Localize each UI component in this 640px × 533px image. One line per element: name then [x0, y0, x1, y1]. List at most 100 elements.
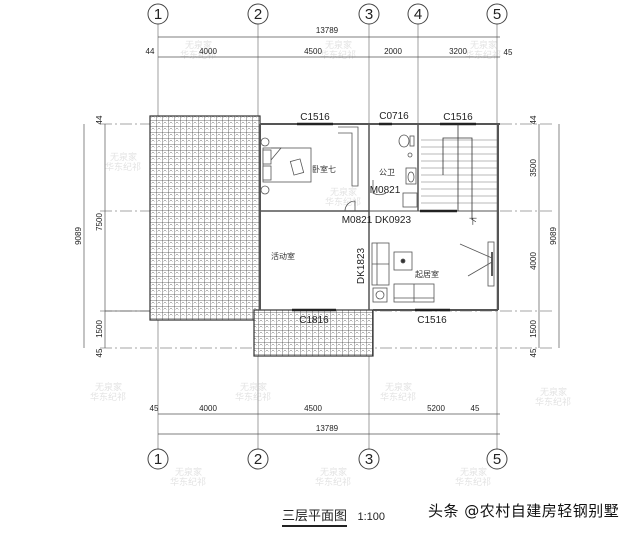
svg-text:3: 3	[365, 6, 373, 23]
door-label-bedroom: M0821	[342, 215, 373, 226]
svg-text:4500: 4500	[304, 47, 322, 56]
svg-text:2: 2	[254, 6, 262, 23]
source-credit: 头条 @农村自建房轻钢别墅	[428, 502, 620, 520]
room-label-living: 起居室	[415, 269, 439, 279]
drawing-title: 三层平面图 1:100	[282, 505, 385, 527]
svg-text:1500: 1500	[529, 320, 538, 338]
right-dimension-text: 44 3500 4000 1500 45 9089	[529, 115, 558, 357]
svg-text:华东纪祁: 华东纪祁	[235, 391, 271, 403]
left-dimension-text: 44 7500 1500 45 9089	[74, 115, 104, 357]
room-labels: 卧室七 公卫 活动室 起居室 下	[271, 164, 477, 279]
room-label-activity: 活动室	[271, 251, 295, 261]
svg-text:1: 1	[154, 6, 162, 23]
axis-bubble-3-bottom: 3	[358, 448, 380, 470]
opening-label-activity: DK1823	[356, 247, 367, 284]
svg-text:1: 1	[154, 451, 162, 468]
svg-text:3500: 3500	[529, 159, 538, 177]
svg-text:45: 45	[504, 48, 513, 57]
svg-text:无泉家: 无泉家	[330, 186, 357, 198]
axis-bubble-2: 2	[247, 3, 269, 25]
living-furniture	[371, 241, 495, 303]
svg-text:13789: 13789	[316, 26, 339, 35]
svg-text:无泉家: 无泉家	[175, 466, 202, 478]
svg-text:4000: 4000	[529, 252, 538, 270]
svg-text:华东纪祁: 华东纪祁	[170, 476, 206, 488]
svg-text:华东纪祁: 华东纪祁	[325, 196, 361, 208]
svg-text:5: 5	[493, 6, 501, 23]
drawing-scale: 1:100	[357, 511, 385, 523]
left-dimension-lines	[83, 124, 150, 348]
svg-text:44: 44	[146, 47, 155, 56]
svg-text:华东纪祁: 华东纪祁	[320, 49, 356, 61]
stair-down-label: 下	[469, 217, 477, 226]
svg-text:45: 45	[150, 404, 159, 413]
bottom-dimension-text: 45 4000 4500 5200 45 13789	[150, 404, 480, 433]
svg-text:无泉家: 无泉家	[385, 381, 412, 393]
svg-text:华东纪祁: 华东纪祁	[180, 49, 216, 61]
svg-text:4500: 4500	[304, 404, 322, 413]
svg-text:无泉家: 无泉家	[470, 39, 497, 51]
svg-text:无泉家: 无泉家	[110, 151, 137, 163]
svg-text:无泉家: 无泉家	[240, 381, 267, 393]
bedroom-furniture	[260, 126, 359, 212]
opening-label-hall: DK0923	[375, 215, 412, 226]
svg-text:1500: 1500	[95, 320, 104, 338]
svg-text:华东纪祁: 华东纪祁	[105, 161, 141, 173]
svg-text:华东纪祁: 华东纪祁	[315, 476, 351, 488]
top-dimension-lines	[158, 36, 500, 58]
svg-text:华东纪祁: 华东纪祁	[380, 391, 416, 403]
svg-text:华东纪祁: 华东纪祁	[455, 476, 491, 488]
svg-text:7500: 7500	[95, 213, 104, 231]
svg-text:2000: 2000	[384, 47, 402, 56]
svg-text:45: 45	[95, 348, 104, 357]
svg-text:无泉家: 无泉家	[185, 39, 212, 51]
top-dimension-text: 13789 44 4000 4500 2000 3200 45	[146, 26, 513, 57]
svg-text:5200: 5200	[427, 404, 445, 413]
axis-bubble-1: 1	[147, 3, 169, 25]
svg-text:4: 4	[414, 6, 422, 23]
svg-text:44: 44	[95, 115, 104, 124]
axis-bubble-5: 5	[486, 3, 508, 25]
room-label-bedroom: 卧室七	[312, 164, 336, 174]
stair	[421, 124, 497, 220]
axis-bubble-4: 4	[407, 3, 429, 25]
svg-text:45: 45	[529, 348, 538, 357]
axis-bubble-1-bottom: 1	[147, 448, 169, 470]
svg-text:45: 45	[471, 404, 480, 413]
svg-text:4000: 4000	[199, 47, 217, 56]
bottom-dimension-lines	[158, 413, 500, 435]
svg-text:13789: 13789	[316, 424, 339, 433]
svg-text:无泉家: 无泉家	[460, 466, 487, 478]
roof-tile-left	[149, 115, 261, 321]
opening-labels: C1516 C0716 C1516 M0821 M0821 DK0923 DK1…	[299, 111, 473, 326]
window-label-activity: C1816	[299, 315, 329, 326]
window-label-stair: C1516	[443, 112, 473, 123]
window-label-bedroom: C1516	[300, 112, 330, 123]
right-dimension-lines	[538, 124, 560, 348]
svg-text:9089: 9089	[74, 227, 83, 245]
svg-text:4000: 4000	[199, 404, 217, 413]
svg-text:2: 2	[254, 451, 262, 468]
svg-text:44: 44	[529, 115, 538, 124]
svg-text:无泉家: 无泉家	[325, 39, 352, 51]
svg-text:5: 5	[493, 451, 501, 468]
roof-tile-bottom	[253, 309, 374, 357]
svg-text:华东纪祁: 华东纪祁	[535, 396, 571, 408]
svg-text:华东纪祁: 华东纪祁	[465, 49, 501, 61]
window-label-living: C1516	[417, 315, 447, 326]
bathroom-fixtures	[372, 134, 418, 208]
svg-text:3: 3	[365, 451, 373, 468]
svg-text:无泉家: 无泉家	[540, 386, 567, 398]
bottom-axis-bubbles: 1 2 3 5	[147, 448, 508, 470]
svg-text:华东纪祁: 华东纪祁	[90, 391, 126, 403]
svg-text:9089: 9089	[549, 227, 558, 245]
window-label-bath: C0716	[379, 111, 409, 122]
room-label-bathroom: 公卫	[379, 168, 395, 177]
svg-text:无泉家: 无泉家	[95, 381, 122, 393]
svg-text:3200: 3200	[449, 47, 467, 56]
svg-text:无泉家: 无泉家	[320, 466, 347, 478]
axis-bubble-5-bottom: 5	[486, 448, 508, 470]
door-label-bath: M0821	[370, 185, 401, 196]
